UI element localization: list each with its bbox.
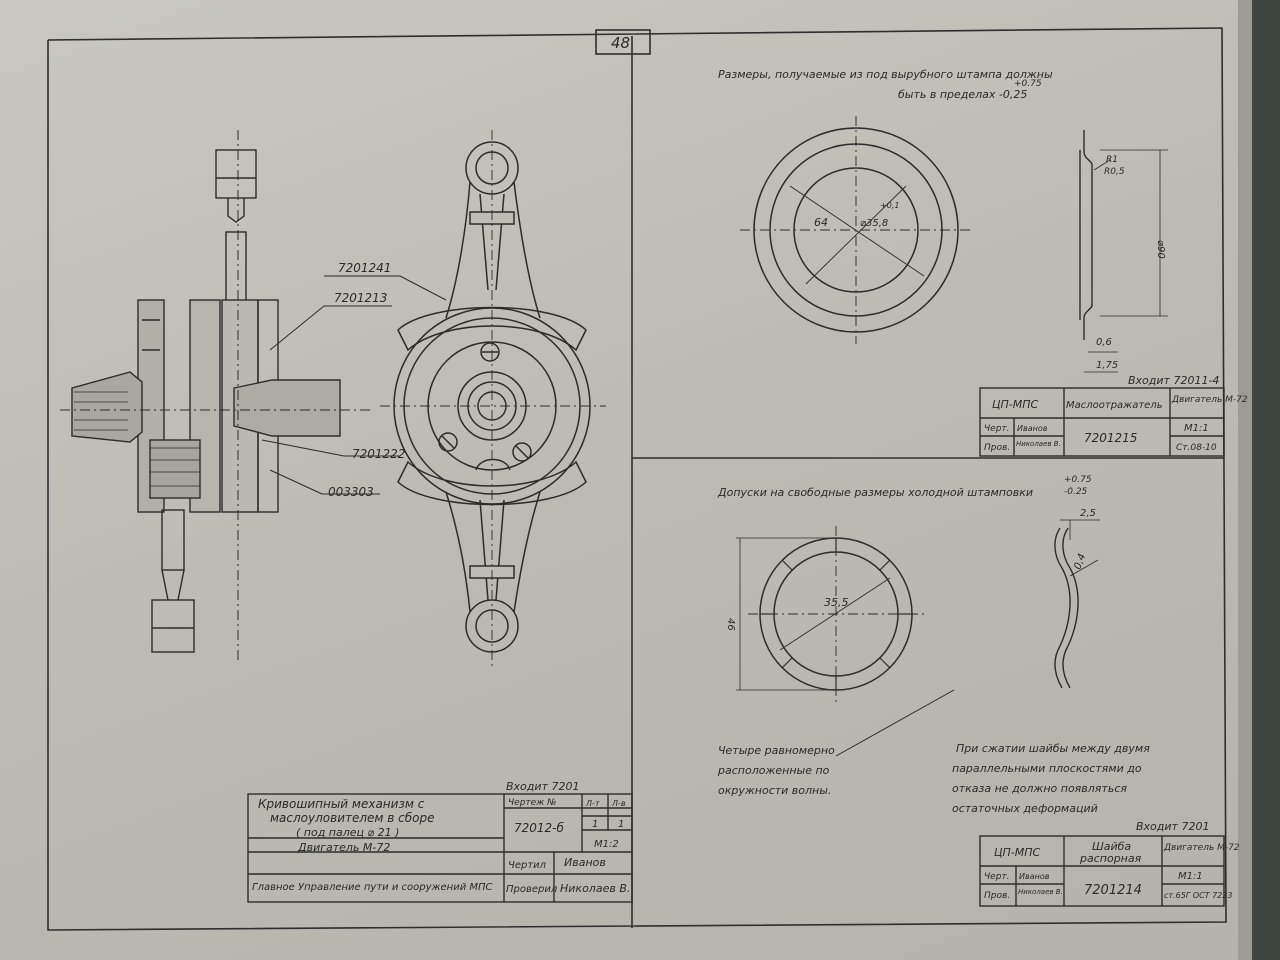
left-drawing-no: 72012-б	[514, 821, 565, 835]
br-callout-leader	[835, 689, 955, 757]
br-callout-line1: Четыре равномерно	[718, 744, 835, 757]
br-checked-by: Николаев В.	[1018, 888, 1063, 896]
br-callout-line2: расположенные по	[717, 764, 830, 777]
left-scale: М1:2	[594, 839, 619, 850]
br-org: ЦП-МПС	[994, 846, 1041, 859]
tr-checked-by: Николаев В.	[1016, 440, 1061, 448]
washer-side-view	[1054, 519, 1100, 689]
tr-enters: Входит 72011-4	[1128, 374, 1219, 387]
tr-note-line2: быть в пределах -0,25	[898, 88, 1027, 101]
tr-drawn-by: Иванов	[1017, 424, 1048, 433]
br-engine: Двигатель М-72	[1163, 843, 1240, 853]
tr-name: Маслоотражатель	[1066, 400, 1163, 411]
callout-7201222: 7201222	[352, 447, 405, 461]
left-sheet-label: Л-т	[585, 799, 600, 808]
br-material: ст.65Г ОСТ 7223	[1164, 891, 1232, 900]
br-tol-minus: -0.25	[1064, 487, 1088, 497]
br-dim-46: 46	[725, 618, 736, 631]
br-drawn-by: Иванов	[1019, 872, 1050, 881]
deflector-front-view	[740, 116, 972, 344]
br-deform-line3: отказа не должно появляться	[952, 782, 1127, 795]
bottom-right-title-block-frame	[979, 835, 1225, 907]
br-name-line1: Шайба	[1092, 840, 1131, 853]
br-dim-355: 35,5	[824, 596, 849, 609]
left-checked-by: Николаев В.	[560, 882, 630, 895]
tr-dim-r05: R0,5	[1104, 167, 1125, 177]
left-engine: Двигатель М-72	[297, 841, 390, 854]
callout-003303: 003303	[328, 485, 374, 499]
left-drawn-by: Иванов	[564, 856, 606, 869]
callout-7201213: 7201213	[334, 291, 387, 305]
tr-dim-r1: R1	[1106, 155, 1118, 165]
br-tolerance-note: Допуски на свободные размеры холодной шт…	[717, 486, 1033, 499]
tr-note-tol: +0.75	[1014, 79, 1042, 89]
br-dim-04: 0,4	[1072, 552, 1088, 571]
br-tol-plus: +0.75	[1064, 475, 1092, 485]
tr-material: Ст.08-10	[1176, 443, 1217, 453]
left-sheet: 1	[592, 819, 598, 830]
tr-engine: Двигатель М-72	[1171, 395, 1248, 405]
left-callout-leaders	[261, 275, 447, 495]
left-drawn-label: Чертил	[508, 860, 547, 871]
left-sheets: 1	[618, 819, 624, 830]
tr-note-line1: Размеры, получаемые из под вырубного шта…	[718, 68, 1053, 81]
left-drawing-no-label: Чертеж №	[508, 798, 557, 808]
left-sheets-label: Л-в	[611, 799, 626, 808]
washer-front-view	[736, 526, 924, 702]
br-drawn-label: Черт.	[984, 872, 1010, 882]
tr-org: ЦП-МПС	[992, 398, 1039, 411]
top-right-title-block-frame	[979, 387, 1225, 457]
tr-dim-358-tol: +0,1	[880, 201, 899, 210]
br-checked-label: Пров.	[984, 891, 1010, 901]
br-dim-25: 2,5	[1080, 508, 1096, 519]
connecting-rod-view	[380, 130, 606, 668]
tr-number: 7201215	[1084, 431, 1137, 445]
br-deform-line2: параллельными плоскостями до	[952, 762, 1142, 775]
br-scale: М1:1	[1178, 871, 1203, 882]
tr-dim-175: 1,75	[1096, 360, 1118, 371]
tr-dim-64: 64	[814, 216, 828, 229]
deflector-side-view	[1079, 130, 1168, 373]
callout-7201241: 7201241	[338, 261, 391, 275]
br-enters: Входит 7201	[1136, 820, 1209, 833]
tr-checked-label: Пров.	[984, 443, 1010, 453]
tr-dim-90: ⌀90	[1155, 240, 1166, 259]
br-deform-line1: При сжатии шайбы между двумя	[956, 742, 1150, 755]
left-checked-label: Проверил	[506, 884, 558, 895]
binder-edge	[1250, 0, 1280, 960]
br-callout-line3: окружности волны.	[718, 784, 831, 797]
left-title-line2: маслоуловителем в сборе	[270, 811, 435, 825]
tr-dim-358: ⌀35,8	[860, 218, 888, 229]
left-enters: Входит 7201	[506, 780, 579, 793]
br-deform-line4: остаточных деформаций	[952, 802, 1098, 815]
sheet-frame	[47, 27, 1227, 931]
page-edge	[1238, 0, 1252, 960]
br-name-line2: распорная	[1079, 852, 1142, 865]
left-title-line1: Кривошипный механизм с	[258, 797, 425, 811]
left-title-block-frame	[247, 793, 633, 903]
page-number: 48	[611, 34, 630, 52]
tr-scale: М1:1	[1184, 423, 1209, 434]
crank-section-view	[60, 130, 370, 660]
br-number: 7201214	[1084, 883, 1142, 898]
tr-dim-06: 0,6	[1096, 337, 1112, 348]
left-title-line3: ( под палец ⌀ 21 )	[296, 826, 399, 839]
tr-drawn-label: Черт.	[984, 424, 1010, 434]
left-organization: Главное Управление пути и сооружений МПС	[252, 882, 493, 893]
